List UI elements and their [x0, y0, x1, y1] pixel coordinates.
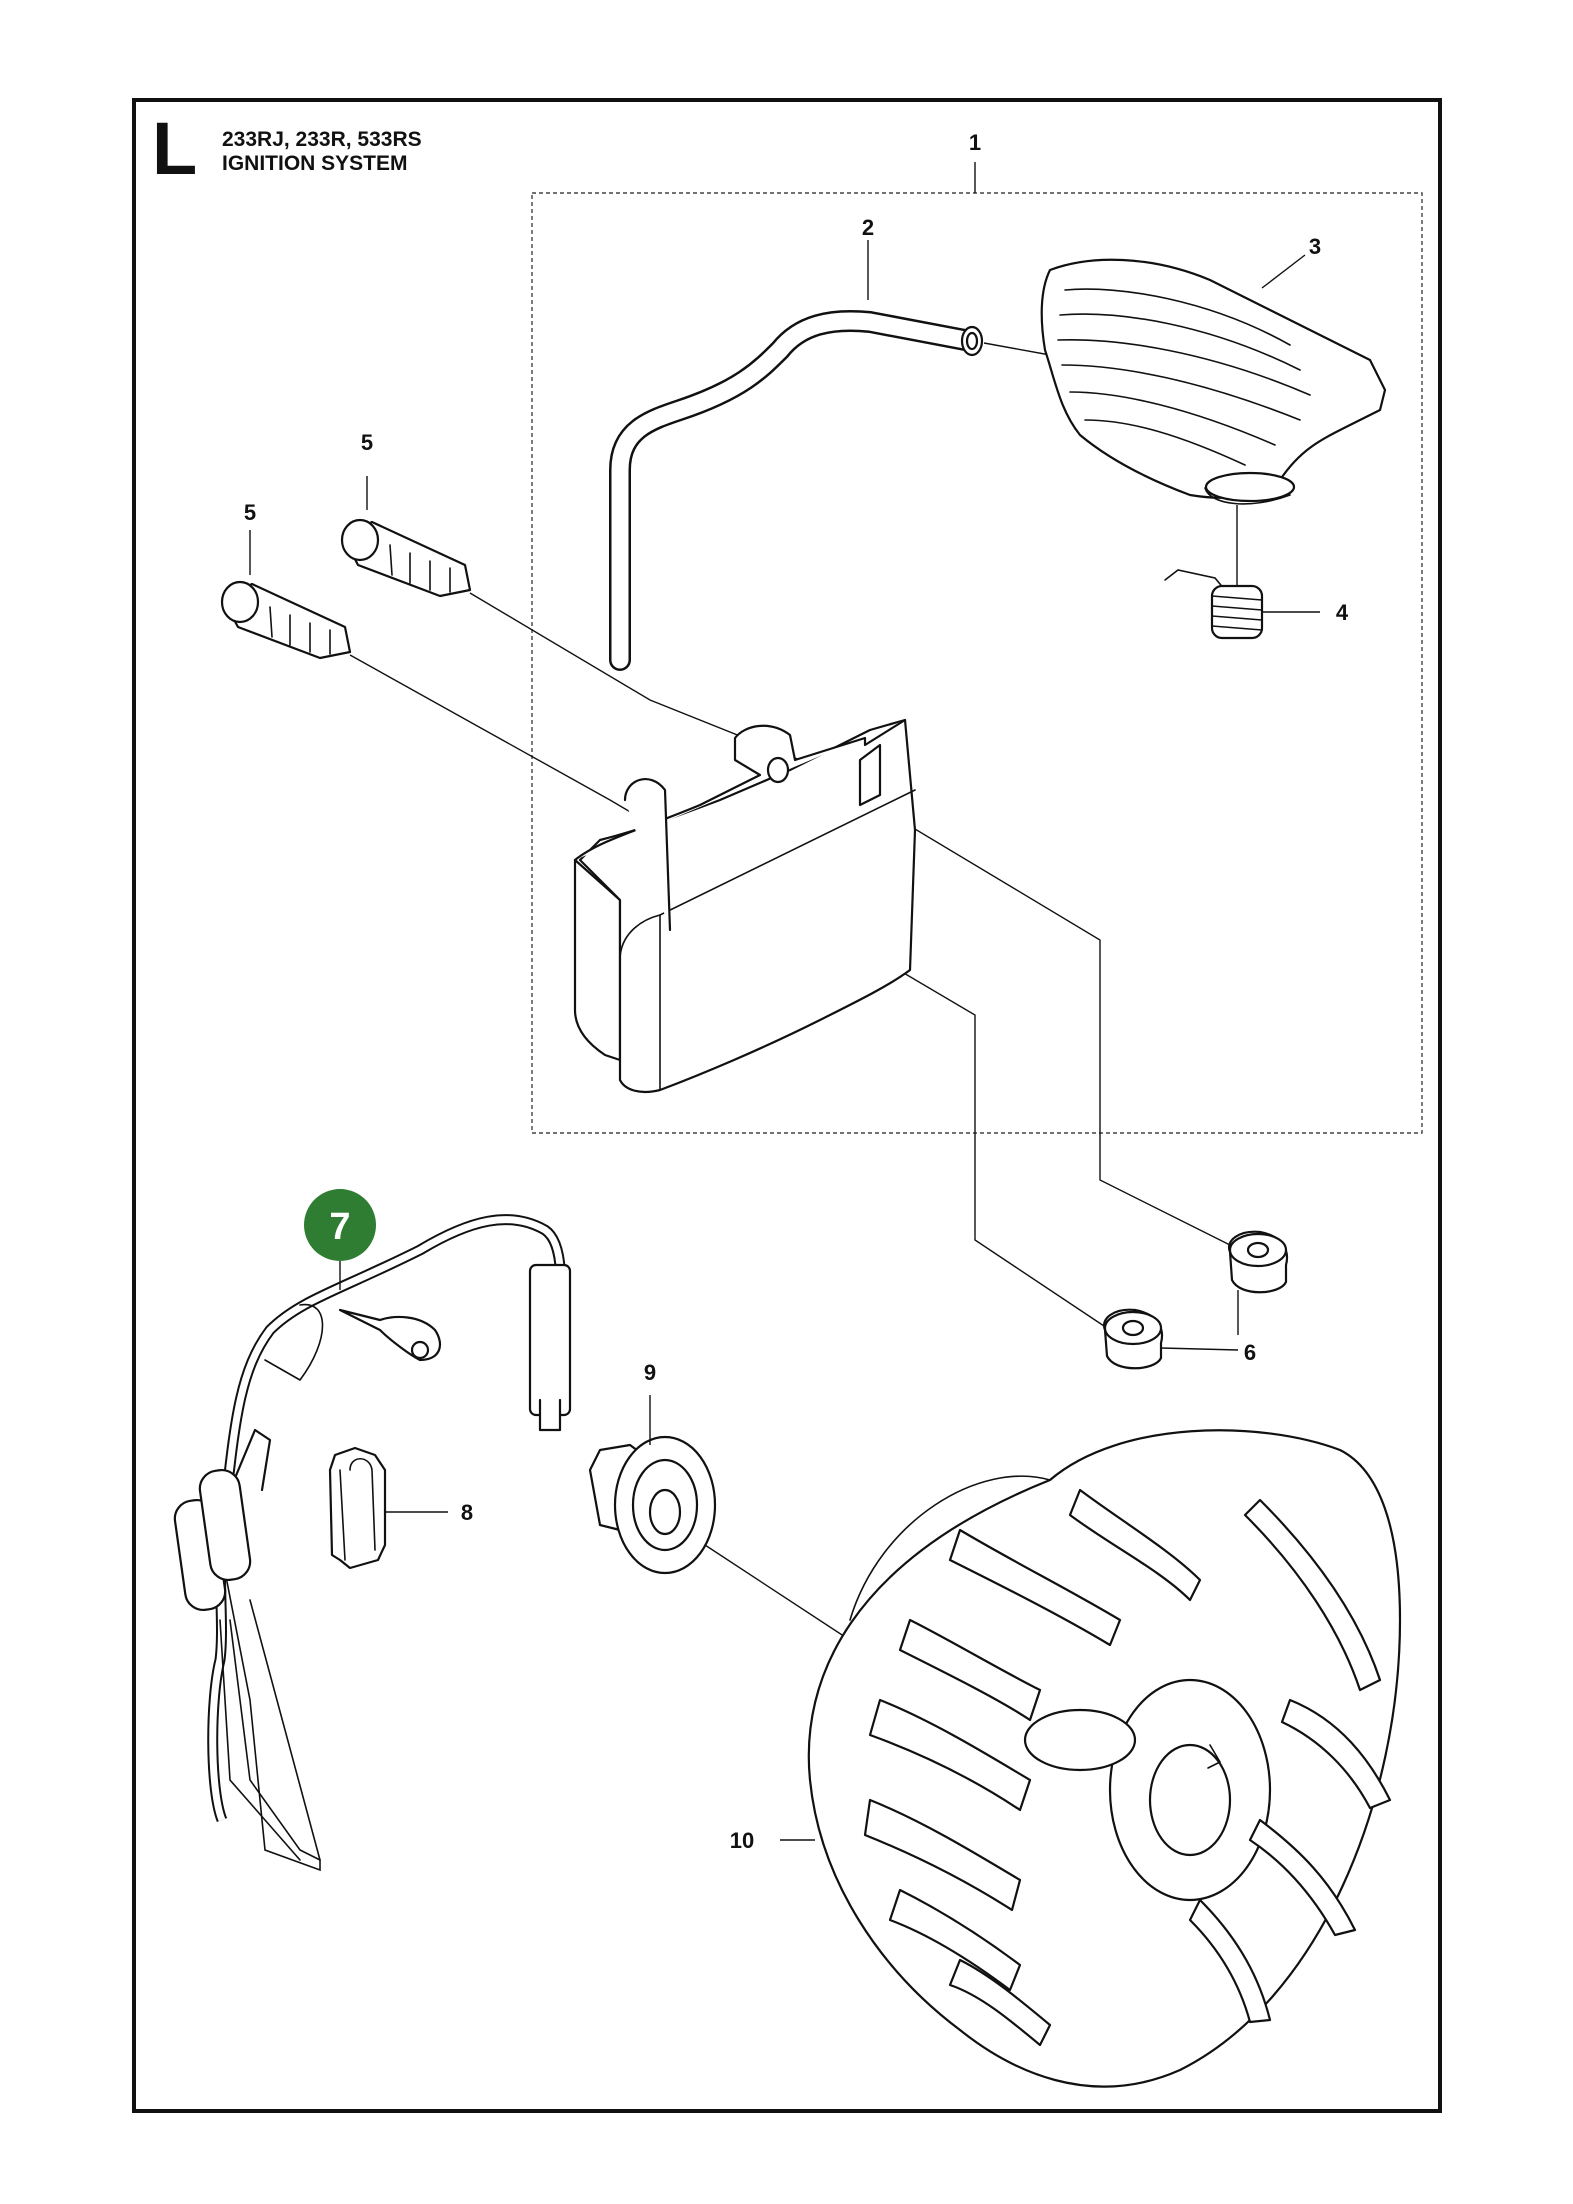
spark-plug-cap-icon[interactable]: [1040, 258, 1387, 505]
leader-6b: [1160, 1347, 1239, 1351]
callout-2: 2: [862, 215, 874, 240]
washer-icon[interactable]: [1227, 1230, 1289, 1294]
callout-9: 9: [644, 1360, 656, 1385]
callout-8: 8: [461, 1500, 473, 1525]
callout-5-top: 5: [361, 430, 373, 455]
flywheel-icon[interactable]: [807, 1429, 1402, 2088]
spring-icon[interactable]: [1164, 569, 1264, 640]
axis-screw-top: [469, 592, 1241, 1251]
flange-nut-icon[interactable]: [588, 1435, 717, 1575]
screw-icon[interactable]: [220, 580, 352, 660]
leader-3: [1261, 254, 1306, 289]
callout-10: 10: [730, 1828, 754, 1853]
hv-cable-icon[interactable]: [609, 309, 984, 671]
callout-6: 6: [1244, 1340, 1256, 1365]
callout-4: 4: [1336, 600, 1349, 625]
assembly-1-box: [531, 192, 1423, 1134]
ignition-coil-icon[interactable]: [573, 718, 917, 1094]
callout-3: 3: [1309, 234, 1321, 259]
page-title: IGNITION SYSTEM: [222, 152, 408, 175]
axis-nut: [704, 1544, 866, 1651]
highlight-marker[interactable]: [304, 1189, 376, 1261]
callout-1: 1: [969, 130, 981, 155]
callout-7[interactable]: 7: [329, 1206, 350, 1248]
section-letter: L: [152, 107, 198, 190]
washer-icon[interactable]: [1102, 1308, 1164, 1370]
leader-2b: [983, 342, 1051, 356]
cable-harness-icon[interactable]: [173, 1214, 572, 1872]
model-list: 233RJ, 233R, 533RS: [222, 128, 422, 151]
callout-5-bottom: 5: [244, 500, 256, 525]
axis-screw-bottom: [349, 654, 1111, 1331]
screw-icon[interactable]: [340, 518, 472, 598]
drawing-frame: [132, 98, 1442, 2113]
cable-clip-icon[interactable]: [328, 1446, 387, 1570]
